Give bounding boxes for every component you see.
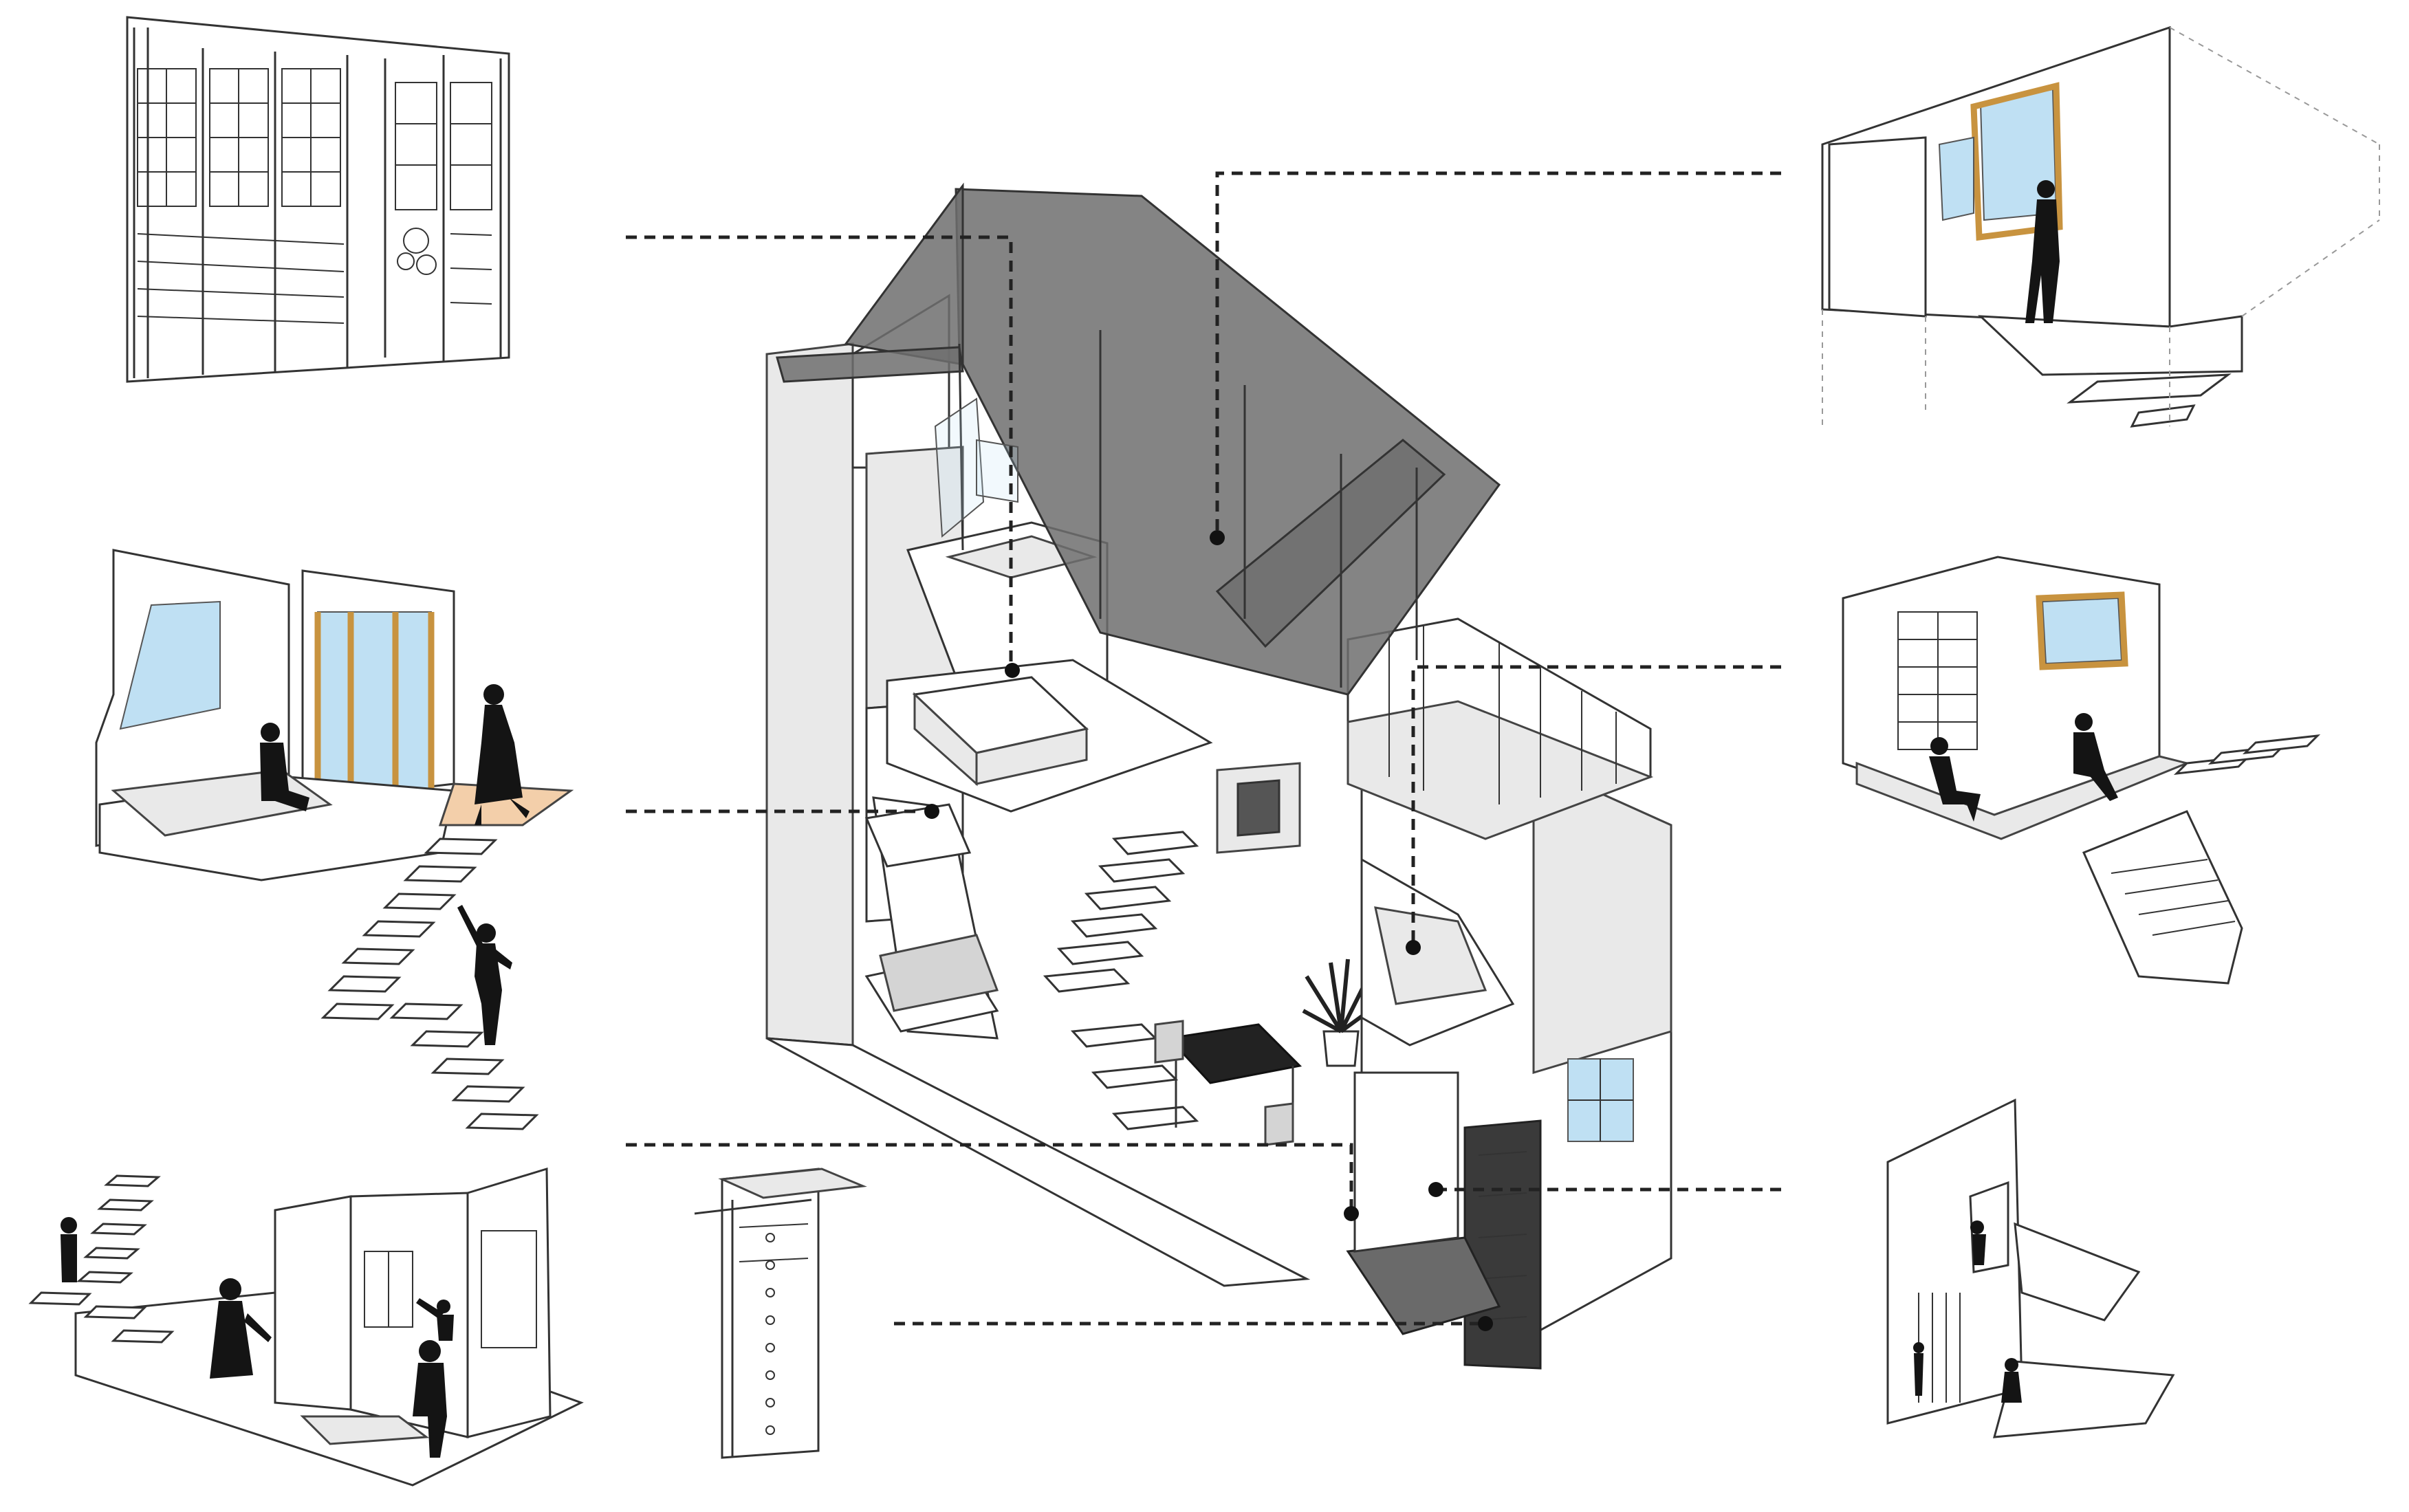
slanted-window [119,600,221,730]
vignette-folding-window-panels [126,16,510,383]
leader-dot-attic [1210,530,1225,545]
wall-bar-holes [765,1233,775,1435]
leader-dot-column [1478,1316,1493,1331]
sofa [912,676,1089,787]
seated-figure [260,723,309,811]
casement-window [934,397,985,538]
tall-window [317,611,432,791]
dining-table [1154,1020,1302,1146]
vignette-study-room [1842,556,2321,985]
floating-stair [320,837,539,1130]
leader-lines [626,171,1781,1331]
central-stair [1043,831,1199,1130]
vignette-green-climbing-wall [1886,1098,2175,1438]
walking-figure [475,684,530,825]
ground-figures [1913,1342,2022,1403]
dark-climbing-column [1463,1119,1542,1370]
study-stair [2173,734,2321,775]
reading-figure [1929,737,1981,822]
standing-figure-center [210,1278,272,1379]
entry-floating-stair [28,1174,175,1344]
vignette-ground-entry-room [28,1167,584,1487]
desk-figure [2073,713,2118,801]
climbing-child-figure [1970,1220,1986,1265]
attic-standing-figure [2025,180,2060,323]
vignette-attic-window-bridge [1821,25,2380,428]
vignette-climbing-wall-bars [694,1168,867,1459]
lattice-ornament [397,228,437,275]
mesh-roof [776,182,1501,696]
leader-dot-loft [1005,663,1020,678]
terrace-railing [1347,617,1654,840]
figure-carrying-child [413,1298,454,1458]
standing-figure-left [61,1217,77,1282]
climbing-figure [457,905,512,1045]
bookshelf [1897,611,1978,750]
leader-dot-study [1406,940,1421,955]
leader-attic [1215,171,1781,536]
leader-dot-entry [1344,1206,1359,1221]
landing-floor [438,782,574,826]
leader-dot-shower [1428,1182,1443,1197]
leader-dot-bunk [924,804,939,819]
potted-plant [1302,958,1380,1067]
leader-folding-windows [626,235,1013,670]
leader-entry-room [626,1143,1353,1214]
vignette-loft-sitting-room [95,549,574,1130]
